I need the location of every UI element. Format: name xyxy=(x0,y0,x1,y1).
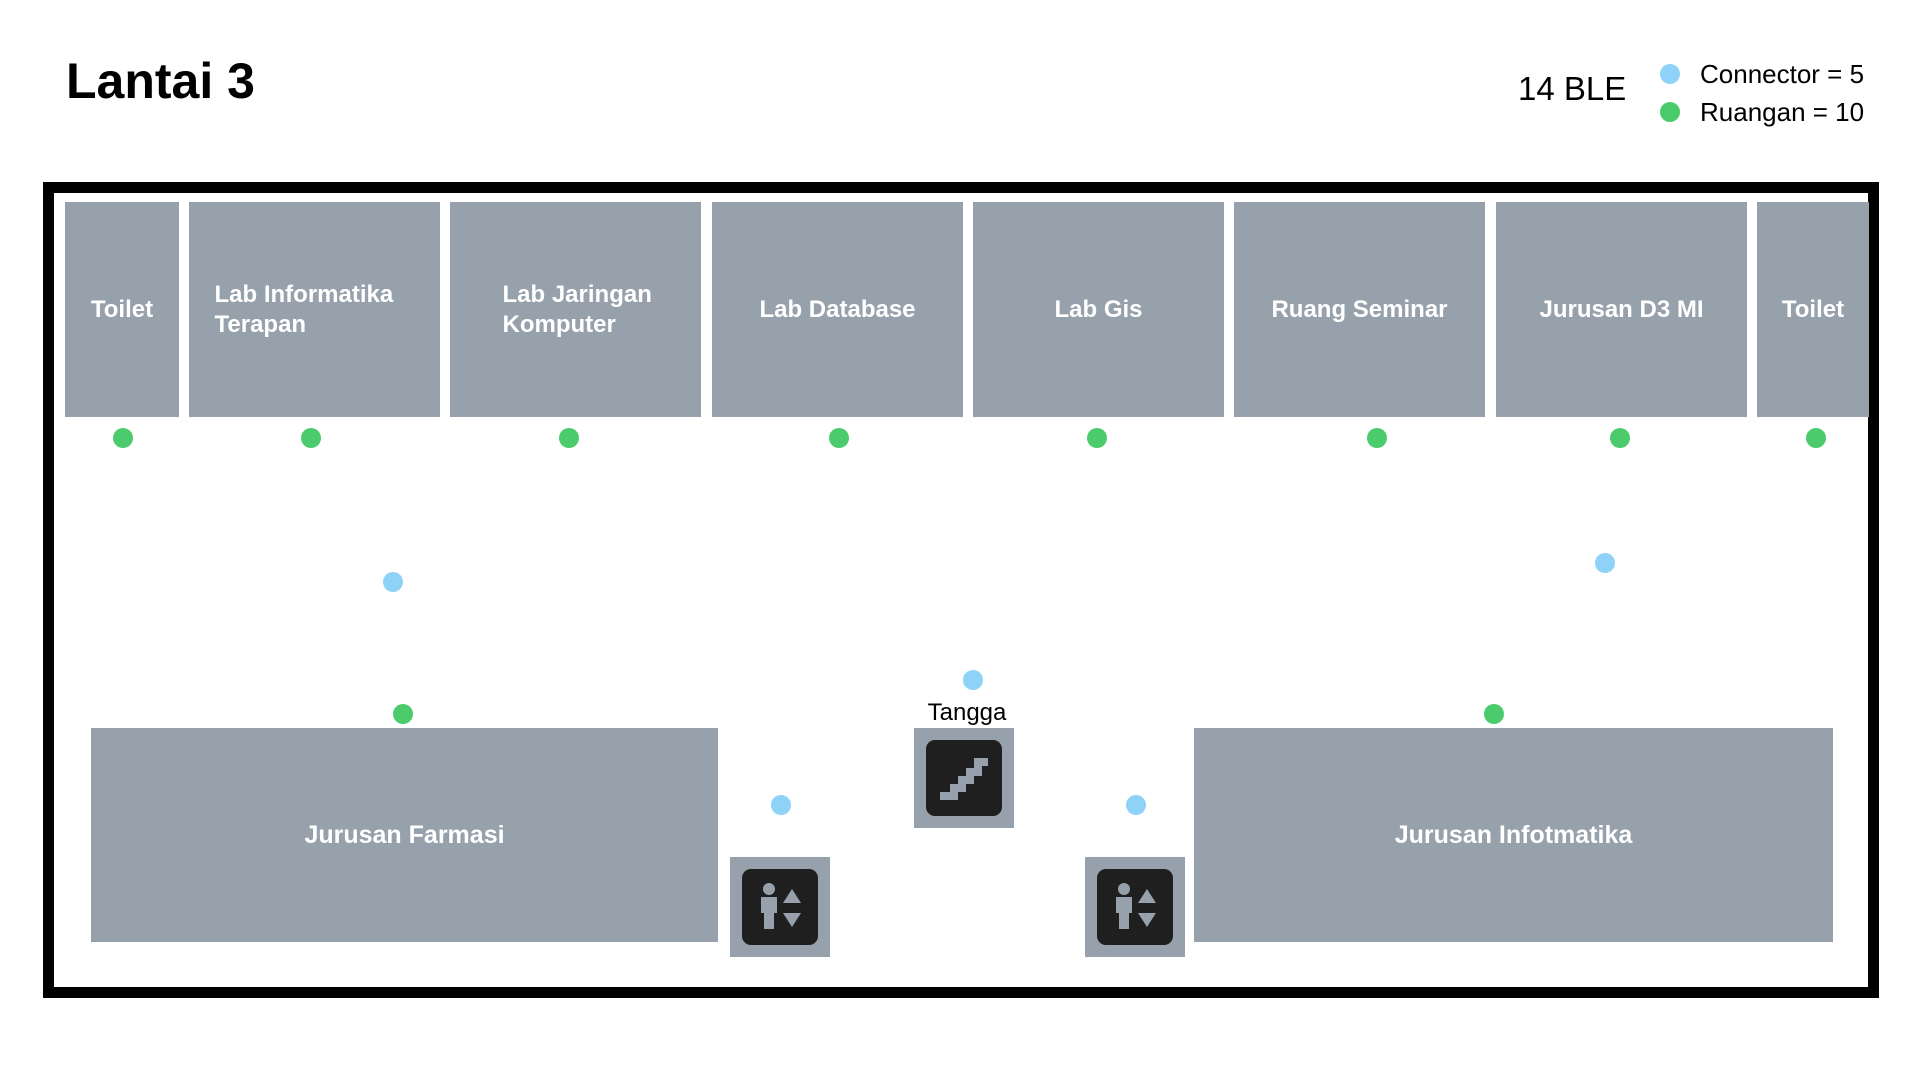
elevator-right[interactable] xyxy=(1085,857,1185,957)
room-label: Toilet xyxy=(1781,295,1845,323)
room-beacon xyxy=(1610,428,1630,448)
connector-beacon xyxy=(383,572,403,592)
room-beacon xyxy=(1087,428,1107,448)
elevator-icon xyxy=(1097,869,1173,945)
room-label: Lab Database xyxy=(759,295,916,323)
room-lab-database[interactable]: Lab Database xyxy=(712,202,963,417)
stairs-label: Tangga xyxy=(927,699,1007,726)
ruangan-dot-icon xyxy=(1660,102,1680,122)
legend-item-ruangan: Ruangan = 10 xyxy=(1660,93,1864,131)
room-label: Jurusan Farmasi xyxy=(304,821,505,849)
room-ruang-seminar[interactable]: Ruang Seminar xyxy=(1234,202,1485,417)
room-jurusan-farmasi[interactable]: Jurusan Farmasi xyxy=(91,728,718,942)
room-jurusan-d3-mi[interactable]: Jurusan D3 MI xyxy=(1496,202,1747,417)
elevator-icon xyxy=(742,869,818,945)
room-beacon xyxy=(393,704,413,724)
connector-beacon xyxy=(771,795,791,815)
connector-beacon xyxy=(1595,553,1615,573)
legend-label-connector: Connector = 5 xyxy=(1700,58,1865,89)
room-label: Ruang Seminar xyxy=(1271,295,1448,323)
room-label: Lab Jaringan Komputer xyxy=(502,280,652,338)
room-beacon xyxy=(1806,428,1826,448)
stairs[interactable] xyxy=(914,728,1014,828)
legend: Connector = 5 Ruangan = 10 xyxy=(1660,55,1864,131)
room-label: Jurusan D3 MI xyxy=(1539,295,1704,323)
stairs-icon xyxy=(926,740,1002,816)
connector-beacon xyxy=(963,670,983,690)
room-toilet-left[interactable]: Toilet xyxy=(65,202,179,417)
room-lab-gis[interactable]: Lab Gis xyxy=(973,202,1224,417)
page-title: Lantai 3 xyxy=(66,53,255,109)
room-toilet-right[interactable]: Toilet xyxy=(1757,202,1869,417)
elevator-left[interactable] xyxy=(730,857,830,957)
room-jurusan-infotmatika[interactable]: Jurusan Infotmatika xyxy=(1194,728,1833,942)
room-beacon xyxy=(113,428,133,448)
room-beacon xyxy=(559,428,579,448)
room-label: Lab Informatika Terapan xyxy=(214,280,394,338)
room-beacon xyxy=(1484,704,1504,724)
floor-plan: Toilet Lab Informatika Terapan Lab Jarin… xyxy=(43,182,1879,998)
room-beacon xyxy=(829,428,849,448)
room-beacon xyxy=(301,428,321,448)
connector-dot-icon xyxy=(1660,64,1680,84)
legend-item-connector: Connector = 5 xyxy=(1660,55,1864,93)
room-beacon xyxy=(1367,428,1387,448)
room-lab-jaringan-komputer[interactable]: Lab Jaringan Komputer xyxy=(450,202,701,417)
ble-count: 14 BLE xyxy=(1518,70,1627,107)
room-label: Lab Gis xyxy=(1054,295,1143,323)
room-lab-informatika-terapan[interactable]: Lab Informatika Terapan xyxy=(189,202,440,417)
room-label: Toilet xyxy=(90,295,154,323)
room-label: Jurusan Infotmatika xyxy=(1394,821,1633,849)
legend-label-ruangan: Ruangan = 10 xyxy=(1700,96,1865,127)
connector-beacon xyxy=(1126,795,1146,815)
